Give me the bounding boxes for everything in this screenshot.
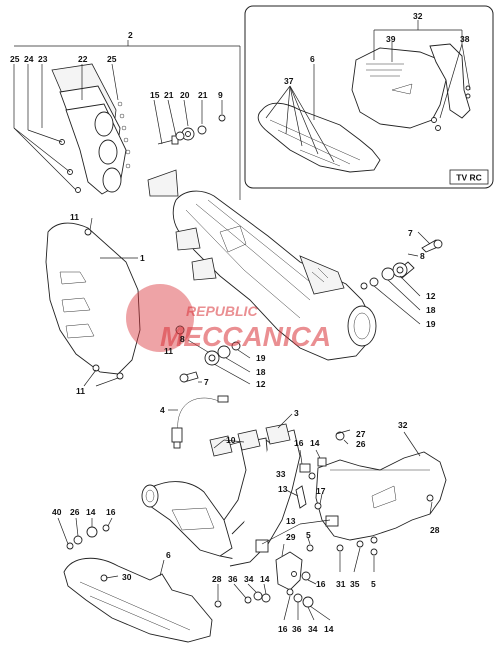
watermark-line2: MECCANICA bbox=[160, 321, 331, 352]
callout-7-mid: 7 bbox=[204, 377, 209, 387]
callout-35: 35 bbox=[350, 579, 360, 589]
callout-16-right: 16 bbox=[316, 579, 326, 589]
watermark-line1: REPUBLIC bbox=[186, 303, 258, 319]
callout-18-mid: 18 bbox=[256, 367, 266, 377]
callout-29: 29 bbox=[286, 532, 296, 542]
muffler-right-hardware bbox=[360, 231, 443, 325]
callout-16-bottom: 16 bbox=[278, 624, 288, 634]
callout-32: 32 bbox=[398, 420, 408, 430]
callout-1: 1 bbox=[140, 253, 145, 263]
callout-labels: 2 25 24 23 22 25 15 21 20 21 9 32 39 38 … bbox=[10, 11, 470, 634]
callout-19-mid: 19 bbox=[256, 353, 266, 363]
callout-2: 2 bbox=[128, 30, 133, 40]
callout-9: 9 bbox=[218, 90, 223, 100]
callout-39: 39 bbox=[386, 34, 396, 44]
callout-40: 40 bbox=[52, 507, 62, 517]
callout-11-bottom: 11 bbox=[76, 386, 85, 396]
callout-8-mid: 8 bbox=[180, 334, 185, 344]
exhaust-header bbox=[141, 413, 301, 567]
right-heat-shield bbox=[315, 431, 447, 544]
callout-34: 34 bbox=[308, 624, 318, 634]
callout-11-mid: 11 bbox=[164, 346, 173, 356]
watermark: REPUBLIC MECCANICA bbox=[126, 284, 331, 352]
callout-36: 36 bbox=[292, 624, 302, 634]
callout-37: 37 bbox=[284, 76, 294, 86]
muffler-assembly bbox=[147, 169, 377, 361]
mount-hardware-top bbox=[153, 99, 226, 145]
left-hardware-cluster bbox=[57, 517, 113, 550]
callout-5-mid: 5 bbox=[306, 530, 311, 540]
callout-38: 38 bbox=[460, 34, 470, 44]
callout-21: 21 bbox=[164, 90, 174, 100]
callout-34-top: 34 bbox=[244, 574, 254, 584]
callout-14-bottom: 14 bbox=[324, 624, 334, 634]
muffler-heat-shield bbox=[45, 217, 141, 387]
callout-25: 25 bbox=[10, 54, 20, 64]
callout-26-top: 26 bbox=[356, 439, 366, 449]
callout-11-top: 11 bbox=[70, 212, 79, 222]
callout-5-right: 5 bbox=[371, 579, 376, 589]
callout-19-right: 19 bbox=[426, 319, 436, 329]
callout-30: 30 bbox=[122, 572, 132, 582]
callout-21b: 21 bbox=[198, 90, 208, 100]
callout-24: 24 bbox=[24, 54, 34, 64]
callout-28: 28 bbox=[212, 574, 222, 584]
callout-6-inset: 6 bbox=[310, 54, 315, 64]
callout-16-top: 16 bbox=[294, 438, 304, 448]
callout-28-right: 28 bbox=[430, 525, 440, 535]
callout-13-top: 13 bbox=[278, 484, 288, 494]
lower-heat-shield bbox=[63, 557, 213, 643]
callout-14-left: 14 bbox=[86, 507, 96, 517]
callout-23: 23 bbox=[38, 54, 48, 64]
bottom-hardware-cluster bbox=[214, 537, 378, 621]
muffler-left-hardware bbox=[175, 325, 251, 385]
callout-31: 31 bbox=[336, 579, 346, 589]
tv-rc-inset: TV RC bbox=[244, 5, 494, 189]
callout-8-right: 8 bbox=[420, 251, 425, 261]
callout-14-bottom-top: 14 bbox=[260, 574, 270, 584]
callout-14-top: 14 bbox=[310, 438, 320, 448]
lambda-sensor bbox=[168, 395, 229, 449]
callout-27: 27 bbox=[356, 429, 366, 439]
callout-13-mid: 13 bbox=[286, 516, 296, 526]
callout-12-mid: 12 bbox=[256, 379, 266, 389]
inset-label: TV RC bbox=[456, 173, 482, 183]
callout-20: 20 bbox=[180, 90, 190, 100]
callout-16-left: 16 bbox=[106, 507, 116, 517]
callout-17: 17 bbox=[316, 486, 326, 496]
callout-33: 33 bbox=[276, 469, 286, 479]
shield-bracket-hardware bbox=[255, 429, 351, 553]
callout-4: 4 bbox=[160, 405, 165, 415]
callout-22: 22 bbox=[78, 54, 88, 64]
callout-12-right: 12 bbox=[426, 291, 436, 301]
callout-32-inset: 32 bbox=[413, 11, 423, 21]
callout-15: 15 bbox=[150, 90, 160, 100]
callout-6: 6 bbox=[166, 550, 171, 560]
callout-25b: 25 bbox=[107, 54, 117, 64]
callout-26: 26 bbox=[70, 507, 80, 517]
callout-7-right: 7 bbox=[408, 228, 413, 238]
outlet-pipes-group bbox=[13, 40, 241, 200]
callout-18-right: 18 bbox=[426, 305, 436, 315]
callout-3: 3 bbox=[294, 408, 299, 418]
callout-36-top: 36 bbox=[228, 574, 238, 584]
callout-10: 10 bbox=[226, 435, 236, 445]
